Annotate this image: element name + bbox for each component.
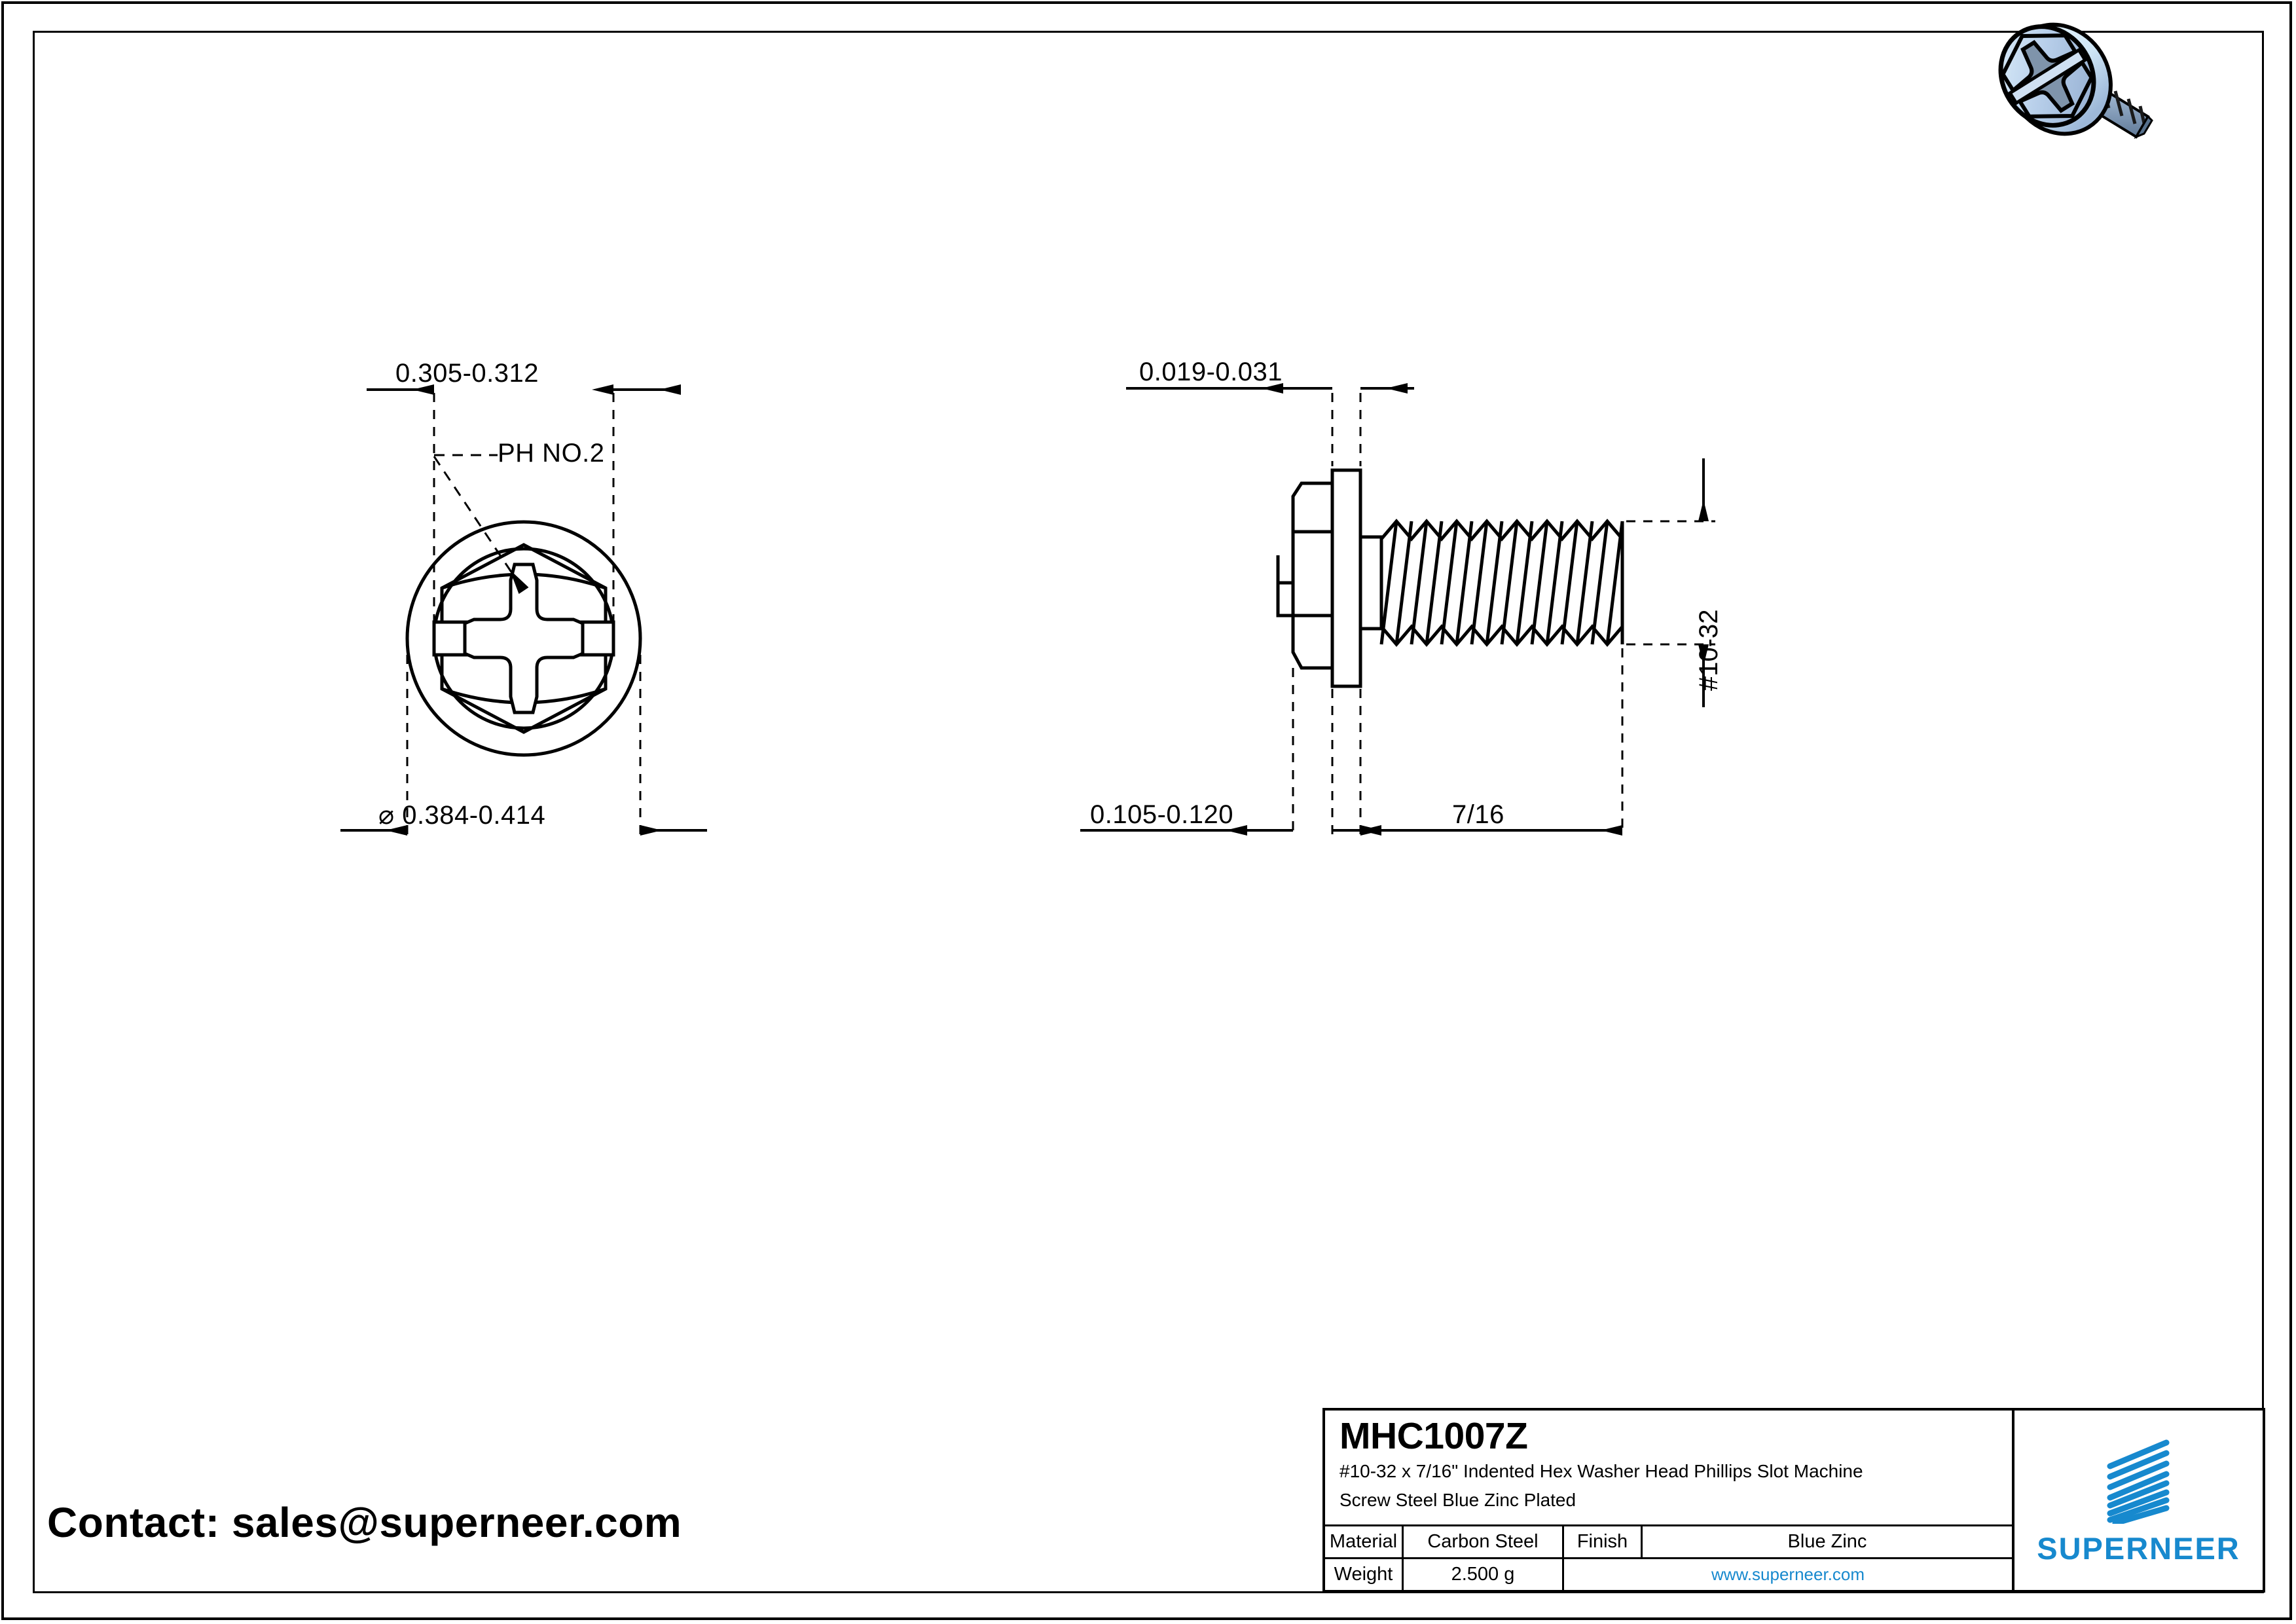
sheet-border-inner bbox=[33, 31, 2264, 1593]
material-value: Carbon Steel bbox=[1404, 1526, 1564, 1557]
material-label: Material bbox=[1325, 1526, 1404, 1557]
dim-head-height: 0.105-0.120 bbox=[1090, 800, 1234, 829]
table-row: Weight 2.500 g www.superneer.com bbox=[1325, 1559, 2012, 1590]
superneer-logo-icon bbox=[2107, 1439, 2169, 1524]
title-block: MHC1007Z #10-32 x 7/16" Indented Hex Was… bbox=[1322, 1408, 2265, 1593]
weight-value: 2.500 g bbox=[1404, 1559, 1564, 1590]
part-number: MHC1007Z bbox=[1339, 1415, 1528, 1457]
dim-washer-thickness: 0.019-0.031 bbox=[1139, 358, 1283, 386]
recess-callout: PH NO.2 bbox=[498, 439, 605, 468]
brand-name: SUPERNEER bbox=[2037, 1530, 2240, 1566]
table-row: Material Carbon Steel Finish Blue Zinc bbox=[1325, 1526, 2012, 1559]
finish-label: Finish bbox=[1564, 1526, 1643, 1557]
website-link[interactable]: www.superneer.com bbox=[1711, 1564, 1865, 1584]
contact-text: Contact: sales@superneer.com bbox=[47, 1499, 682, 1546]
title-block-left: MHC1007Z #10-32 x 7/16" Indented Hex Was… bbox=[1325, 1411, 2014, 1590]
brand-logo: SUPERNEER bbox=[2014, 1411, 2263, 1590]
part-description-line2: Screw Steel Blue Zinc Plated bbox=[1339, 1489, 1576, 1510]
dim-screw-length: 7/16 bbox=[1452, 800, 1504, 829]
dim-thread-size: #10-32 bbox=[1694, 609, 1723, 691]
dim-washer-diameter: ⌀ 0.384-0.414 bbox=[378, 801, 546, 830]
title-block-description-cell: MHC1007Z #10-32 x 7/16" Indented Hex Was… bbox=[1325, 1411, 2012, 1526]
part-description-line1: #10-32 x 7/16" Indented Hex Washer Head … bbox=[1339, 1461, 1863, 1482]
dim-across-flats: 0.305-0.312 bbox=[395, 359, 539, 388]
finish-value: Blue Zinc bbox=[1787, 1531, 1867, 1552]
weight-label: Weight bbox=[1325, 1559, 1404, 1590]
